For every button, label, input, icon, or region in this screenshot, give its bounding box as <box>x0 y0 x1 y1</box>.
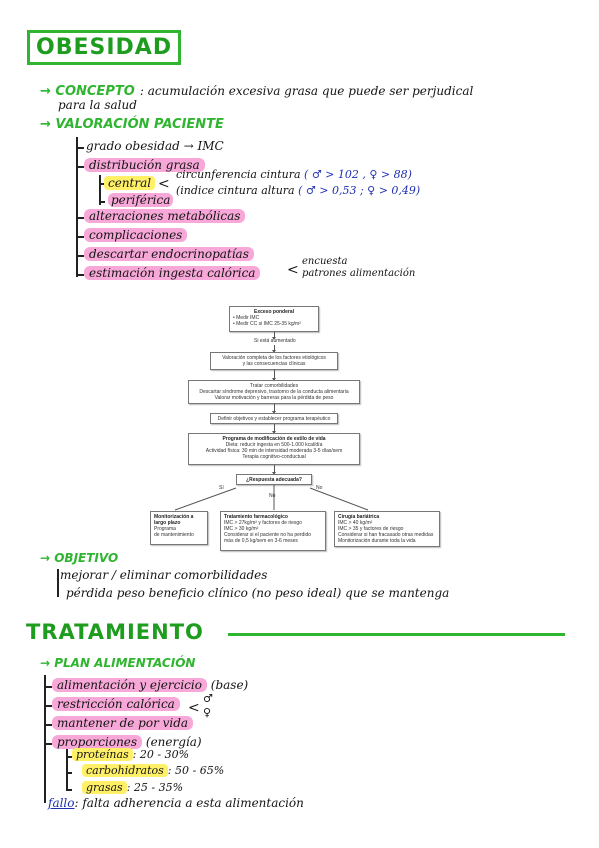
plan-alimentacion-label: → PLAN ALIMENTACIÓN <box>40 656 196 670</box>
flow-box-farmacologico: Tratamiento farmacológico IMC > 27kg/m² … <box>220 511 326 551</box>
objetivo-item-1: mejorar / eliminar comorbilidades <box>60 568 268 582</box>
flow-branches <box>174 485 369 511</box>
flow-box-respuesta: ¿Respuesta adecuada? <box>236 474 312 485</box>
brace: < <box>158 176 170 192</box>
patrones-alimentacion: patrones alimentación <box>302 268 416 279</box>
concepto-text: : acumulación excesiva grasa que puede s… <box>139 84 474 98</box>
concepto-section: → CONCEPTO : acumulación excesiva grasa … <box>40 80 473 99</box>
flow-label-no-2: No <box>316 485 323 491</box>
flow-box-comorbilidades: Tratar comorbilidades Descartar síndrome… <box>188 380 360 404</box>
male-symbol: ♂ <box>203 692 213 705</box>
concepto-label: → CONCEPTO <box>40 84 135 99</box>
flow-box-objetivos: Definir objetivos y establecer programa … <box>210 413 338 424</box>
flow-label-aumentado: Si está aumentado <box>254 338 296 344</box>
flow-box-monitorizacion: Monitorización a largo plazo Programa de… <box>150 511 208 545</box>
flow-box-valoracion: Valoración completa de los factores etio… <box>210 352 338 370</box>
restriccion-calorica: restricción calórica <box>52 697 180 711</box>
mantener-de-por-vida: mantener de por vida <box>52 716 194 730</box>
circunferencia-cintura: circunferencia cintura ( ♂ > 102 , ♀ > 8… <box>176 168 412 181</box>
page-title: OBESIDAD <box>27 30 182 65</box>
alimentacion-ejercicio: alimentación y ejercicio (base) <box>52 678 248 692</box>
flow-box-exceso: Exceso ponderal • Medir IMC • Medir CC s… <box>229 306 319 332</box>
valoracion-label: → VALORACIÓN PACIENTE <box>40 117 224 132</box>
tratamiento-title: TRATAMIENTO <box>26 620 204 644</box>
grado-obesidad: grado obesidad → IMC <box>86 139 224 153</box>
encuesta: encuesta <box>302 256 348 267</box>
estimacion-ingesta: estimación ingesta calórica <box>84 266 261 280</box>
complicaciones: complicaciones <box>84 228 188 242</box>
fallo-adherencia: fallo: falta adherencia a esta alimentac… <box>48 796 304 810</box>
flow-label-no-1: No <box>269 493 276 499</box>
flow-box-programa: Programa de modificación de estilo de vi… <box>188 433 360 465</box>
flow-label-si: Sí <box>219 485 224 491</box>
carbohidratos: carbohidratos: 50 - 65% <box>82 764 224 777</box>
concepto-text-cont: para la salud <box>58 98 137 112</box>
central-label: central <box>104 176 156 190</box>
grasas: grasas: 25 - 35% <box>82 781 183 794</box>
proteinas: proteínas: 20 - 30% <box>72 748 189 761</box>
female-symbol: ♀ <box>203 706 212 719</box>
objetivo-label: → OBJETIVO <box>40 551 119 565</box>
flow-box-cirugia: Cirugía bariátrica IMC > 40 kg/m² IMC > … <box>334 511 440 547</box>
distribucion-grasa: distribución grasa <box>84 158 205 172</box>
tree-line <box>76 137 78 277</box>
tratamiento-rule <box>228 633 565 636</box>
alteraciones-metabolicas: alteraciones metabólicas <box>84 209 246 223</box>
descartar-endocrinopatias: descartar endocrinopatías <box>84 247 254 261</box>
periferica-label: periférica <box>108 193 174 207</box>
proporciones: proporciones (energía) <box>52 735 202 749</box>
objetivo-item-2: pérdida peso beneficio clínico (no peso … <box>66 586 450 600</box>
indice-cintura-altura: (indice cintura altura ( ♂ > 0,53 ; ♀ > … <box>176 184 421 197</box>
